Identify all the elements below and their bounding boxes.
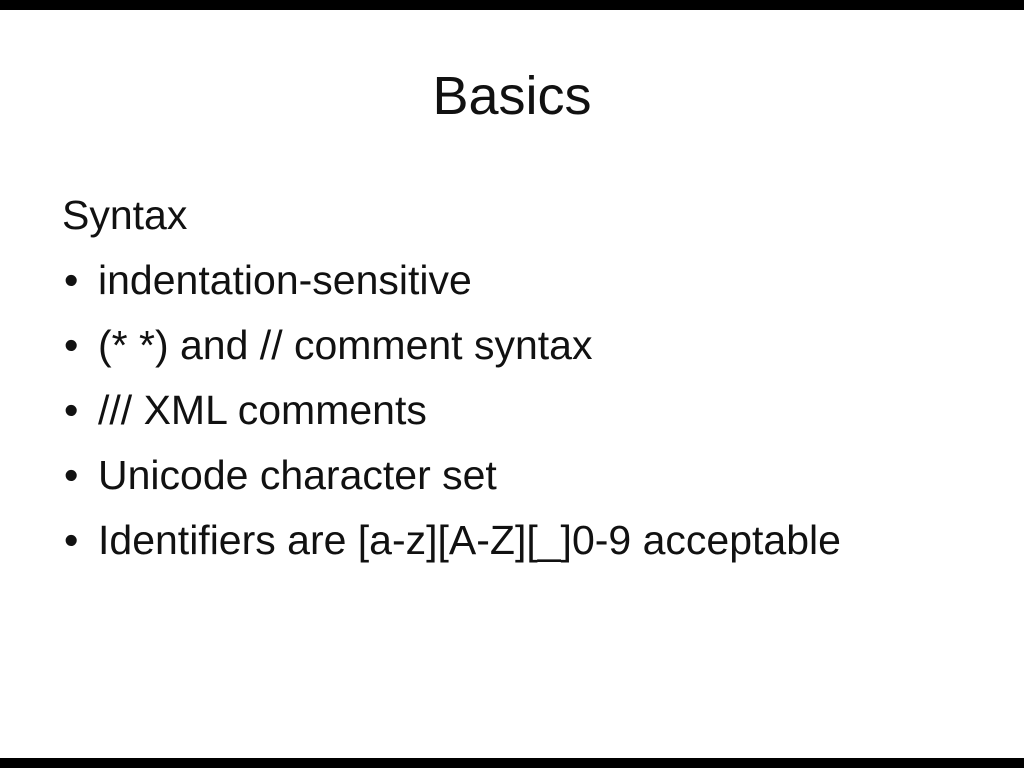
slide: Basics Syntax • indentation-sensitive • …: [0, 10, 1024, 758]
list-item: • /// XML comments: [62, 378, 984, 443]
list-item: • (* *) and // comment syntax: [62, 313, 984, 378]
bullet-icon: •: [64, 322, 79, 368]
list-item: • indentation-sensitive: [62, 248, 984, 313]
bullet-text: indentation-sensitive: [98, 257, 472, 303]
bullet-text: Identifiers are [a-z][A-Z][_]0-9 accepta…: [98, 517, 841, 563]
bullet-text: (* *) and // comment syntax: [98, 322, 593, 368]
list-item: • Identifiers are [a-z][A-Z][_]0-9 accep…: [62, 508, 984, 573]
slide-body: Syntax • indentation-sensitive • (* *) a…: [62, 183, 984, 573]
bullet-icon: •: [64, 257, 79, 303]
bullet-text: /// XML comments: [98, 387, 427, 433]
bullet-icon: •: [64, 517, 79, 563]
letterbox-top-bar: [0, 0, 1024, 10]
list-item: • Unicode character set: [62, 443, 984, 508]
bullet-icon: •: [64, 452, 79, 498]
bullet-list: • indentation-sensitive • (* *) and // c…: [62, 248, 984, 573]
body-heading: Syntax: [62, 192, 188, 238]
bullet-icon: •: [64, 387, 79, 433]
slide-title: Basics: [432, 66, 592, 126]
letterbox-bottom-bar: [0, 758, 1024, 768]
bullet-text: Unicode character set: [98, 452, 497, 498]
